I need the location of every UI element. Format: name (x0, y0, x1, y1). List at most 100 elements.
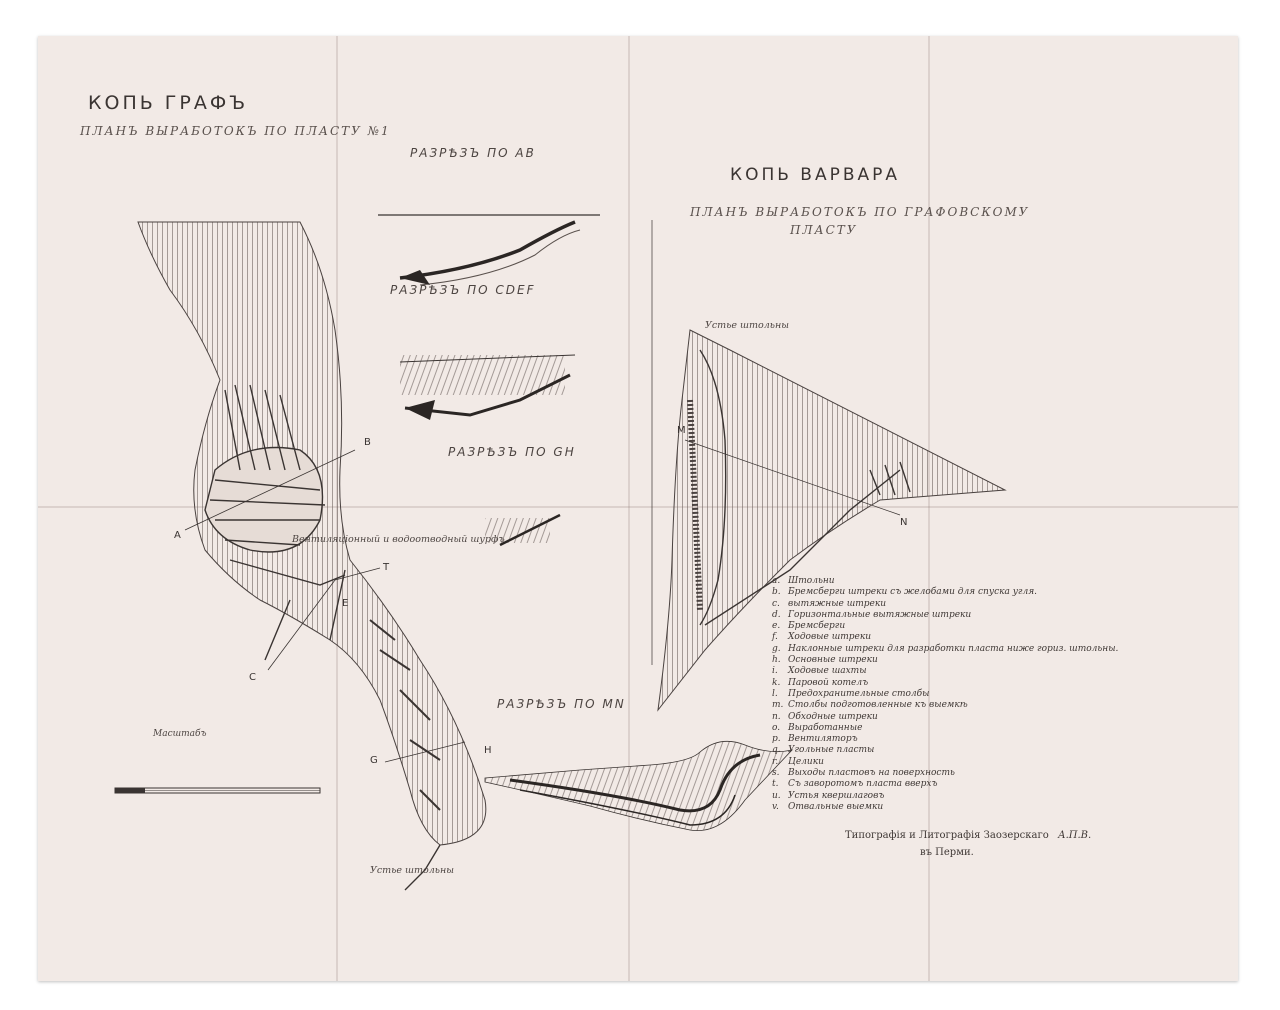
legend-item: i. Ходовые шахты (772, 666, 1118, 677)
section-cdef-title: РАЗРѢЗЪ ПО CDEF (390, 283, 536, 297)
legend-key: o. (772, 722, 781, 733)
varvara-title: КОПЬ ВАРВАРА (730, 165, 901, 185)
fold-line (628, 36, 630, 981)
legend-item: s. Выходы пластовъ на поверхность (772, 768, 1118, 779)
printer-line-2: въ Перми. (920, 847, 974, 858)
legend-key: q. (772, 745, 781, 756)
legend-item: h. Основные штреки (772, 655, 1118, 666)
legend-text: Вентиляторъ (788, 734, 858, 745)
legend-text: Угольные пласты (788, 745, 875, 756)
graf-subtitle: ПЛАНЪ ВЫРАБОТОКЪ ПО ПЛАСТУ №1 (80, 124, 391, 138)
fold-line (928, 36, 930, 981)
varvara-workings (687, 349, 911, 626)
legend-key: i. (772, 666, 778, 677)
legend-text: Ходовые штреки (788, 632, 872, 643)
section-cdef-drawing (399, 354, 576, 420)
point-label-b: B (364, 437, 371, 448)
legend-key: e. (772, 621, 781, 632)
legend-item: l. Предохранительные столбы (772, 689, 1118, 700)
legend-key: t. (772, 779, 779, 790)
legend-key: m. (772, 700, 784, 711)
legend-key: p. (772, 734, 781, 745)
legend-text: Столбы подготовленные къ выемкѣ (788, 700, 968, 711)
varvara-subtitle-2: ПЛАСТУ (790, 223, 858, 237)
legend-item: n. Обходные штреки (772, 712, 1118, 723)
ustie-note: Устье штольны (370, 865, 454, 876)
legend-item: g. Наклонные штреки для разработки пласта… (772, 644, 1118, 655)
section-gh-title: РАЗРѢЗЪ ПО GH (448, 445, 576, 459)
section-ab-title: РАЗРѢЗЪ ПО АВ (410, 146, 536, 160)
legend-item: o. Выработанные (772, 723, 1118, 734)
legend-text: Бремсберги (788, 621, 846, 632)
legend: a. Штольни b. Бремсберги штреки съ желобами… (772, 576, 1118, 813)
legend-item: b. Бремсберги штреки съ желобами для спус… (772, 587, 1118, 598)
legend-item: c. вытяжные штреки (772, 599, 1118, 610)
legend-key: n. (772, 711, 781, 722)
legend-text: Паровой котелъ (788, 677, 869, 688)
legend-key: r. (772, 756, 779, 767)
varvara-subtitle: ПЛАНЪ ВЫРАБОТОКЪ ПО ГРАФОВСКОМУ (690, 205, 1030, 219)
legend-item: e. Бремсберги (772, 621, 1118, 632)
legend-text: Отвальные выемки (788, 801, 884, 812)
legend-text: Устья квершлаговъ (788, 790, 885, 801)
legend-item: t. Съ заворотомъ пласта вверхъ (772, 779, 1118, 790)
section-ab-drawing (378, 214, 600, 286)
legend-text: Обходные штреки (788, 711, 878, 722)
graf-title: КОПЬ ГРАФЪ (88, 92, 249, 114)
legend-text: Предохранительные столбы (788, 688, 930, 699)
printer-line-1: Типографія и Литографія Заозерскаго (845, 830, 1049, 841)
legend-text: Основные штреки (788, 655, 878, 666)
legend-key: s. (772, 768, 780, 779)
legend-key: a. (772, 576, 781, 586)
fold-line (38, 506, 1238, 508)
legend-key: v. (772, 801, 779, 812)
section-mn-title: РАЗРѢЗЪ ПО MN (497, 697, 626, 711)
legend-item: q. Угольные пласты (772, 745, 1118, 756)
legend-text: Бремсберги штреки съ желобами для спуска… (788, 587, 1038, 598)
legend-item: r. Целики (772, 757, 1118, 768)
ventilation-note: Вентиляціонный и водоотводный шурфъ (292, 534, 505, 545)
legend-key: h. (772, 655, 781, 666)
point-label-m: M (677, 425, 686, 436)
legend-text: Штольни (788, 576, 835, 586)
legend-key: d. (772, 609, 781, 620)
legend-text: Съ заворотомъ пласта вверхъ (788, 779, 938, 790)
legend-item: f. Ходовые штреки (772, 632, 1118, 643)
point-label-g: G (370, 755, 378, 766)
legend-key: u. (772, 790, 781, 801)
legend-text: вытяжные штреки (788, 598, 887, 609)
legend-key: c. (772, 598, 780, 609)
legend-item: u. Устья квершлаговъ (772, 791, 1118, 802)
legend-text: Наклонные штреки для разработки пласта н… (788, 643, 1119, 654)
legend-item: p. Вентиляторъ (772, 734, 1118, 745)
legend-item: v. Отвальные выемки (772, 802, 1118, 813)
legend-item: d. Горизонтальные вытяжные штреки (772, 610, 1118, 621)
point-label-a: A (174, 530, 181, 541)
author-mark: А.П.В. (1058, 830, 1092, 841)
legend-item: m. Столбы подготовленные къ выемкѣ (772, 700, 1118, 711)
legend-text: Горизонтальные вытяжные штреки (788, 609, 972, 620)
scale-bar (114, 787, 321, 794)
point-label-n: N (900, 517, 908, 528)
legend-key: b. (772, 587, 781, 598)
ustie-varvara-note: Устье штольны (705, 320, 789, 331)
legend-key: l. (772, 688, 778, 699)
section-gh-drawing (485, 513, 561, 547)
legend-item: k. Паровой котелъ (772, 678, 1118, 689)
legend-item: a. Штольни (772, 576, 1118, 587)
point-label-c: C (249, 672, 256, 683)
legend-text: Ходовые шахты (788, 666, 867, 677)
section-mn-drawing (484, 740, 794, 832)
point-label-h: H (484, 745, 492, 756)
scale-label: Масштабъ (153, 729, 207, 739)
point-label-e: E (342, 598, 349, 609)
legend-text: Выходы пластовъ на поверхность (788, 768, 955, 779)
legend-key: k. (772, 677, 781, 688)
legend-key: g. (772, 643, 781, 654)
section-mn-line (684, 439, 901, 516)
legend-text: Целики (788, 756, 824, 767)
legend-key: f. (772, 632, 778, 643)
graf-workings (204, 384, 441, 891)
legend-text: Выработанные (788, 722, 863, 733)
